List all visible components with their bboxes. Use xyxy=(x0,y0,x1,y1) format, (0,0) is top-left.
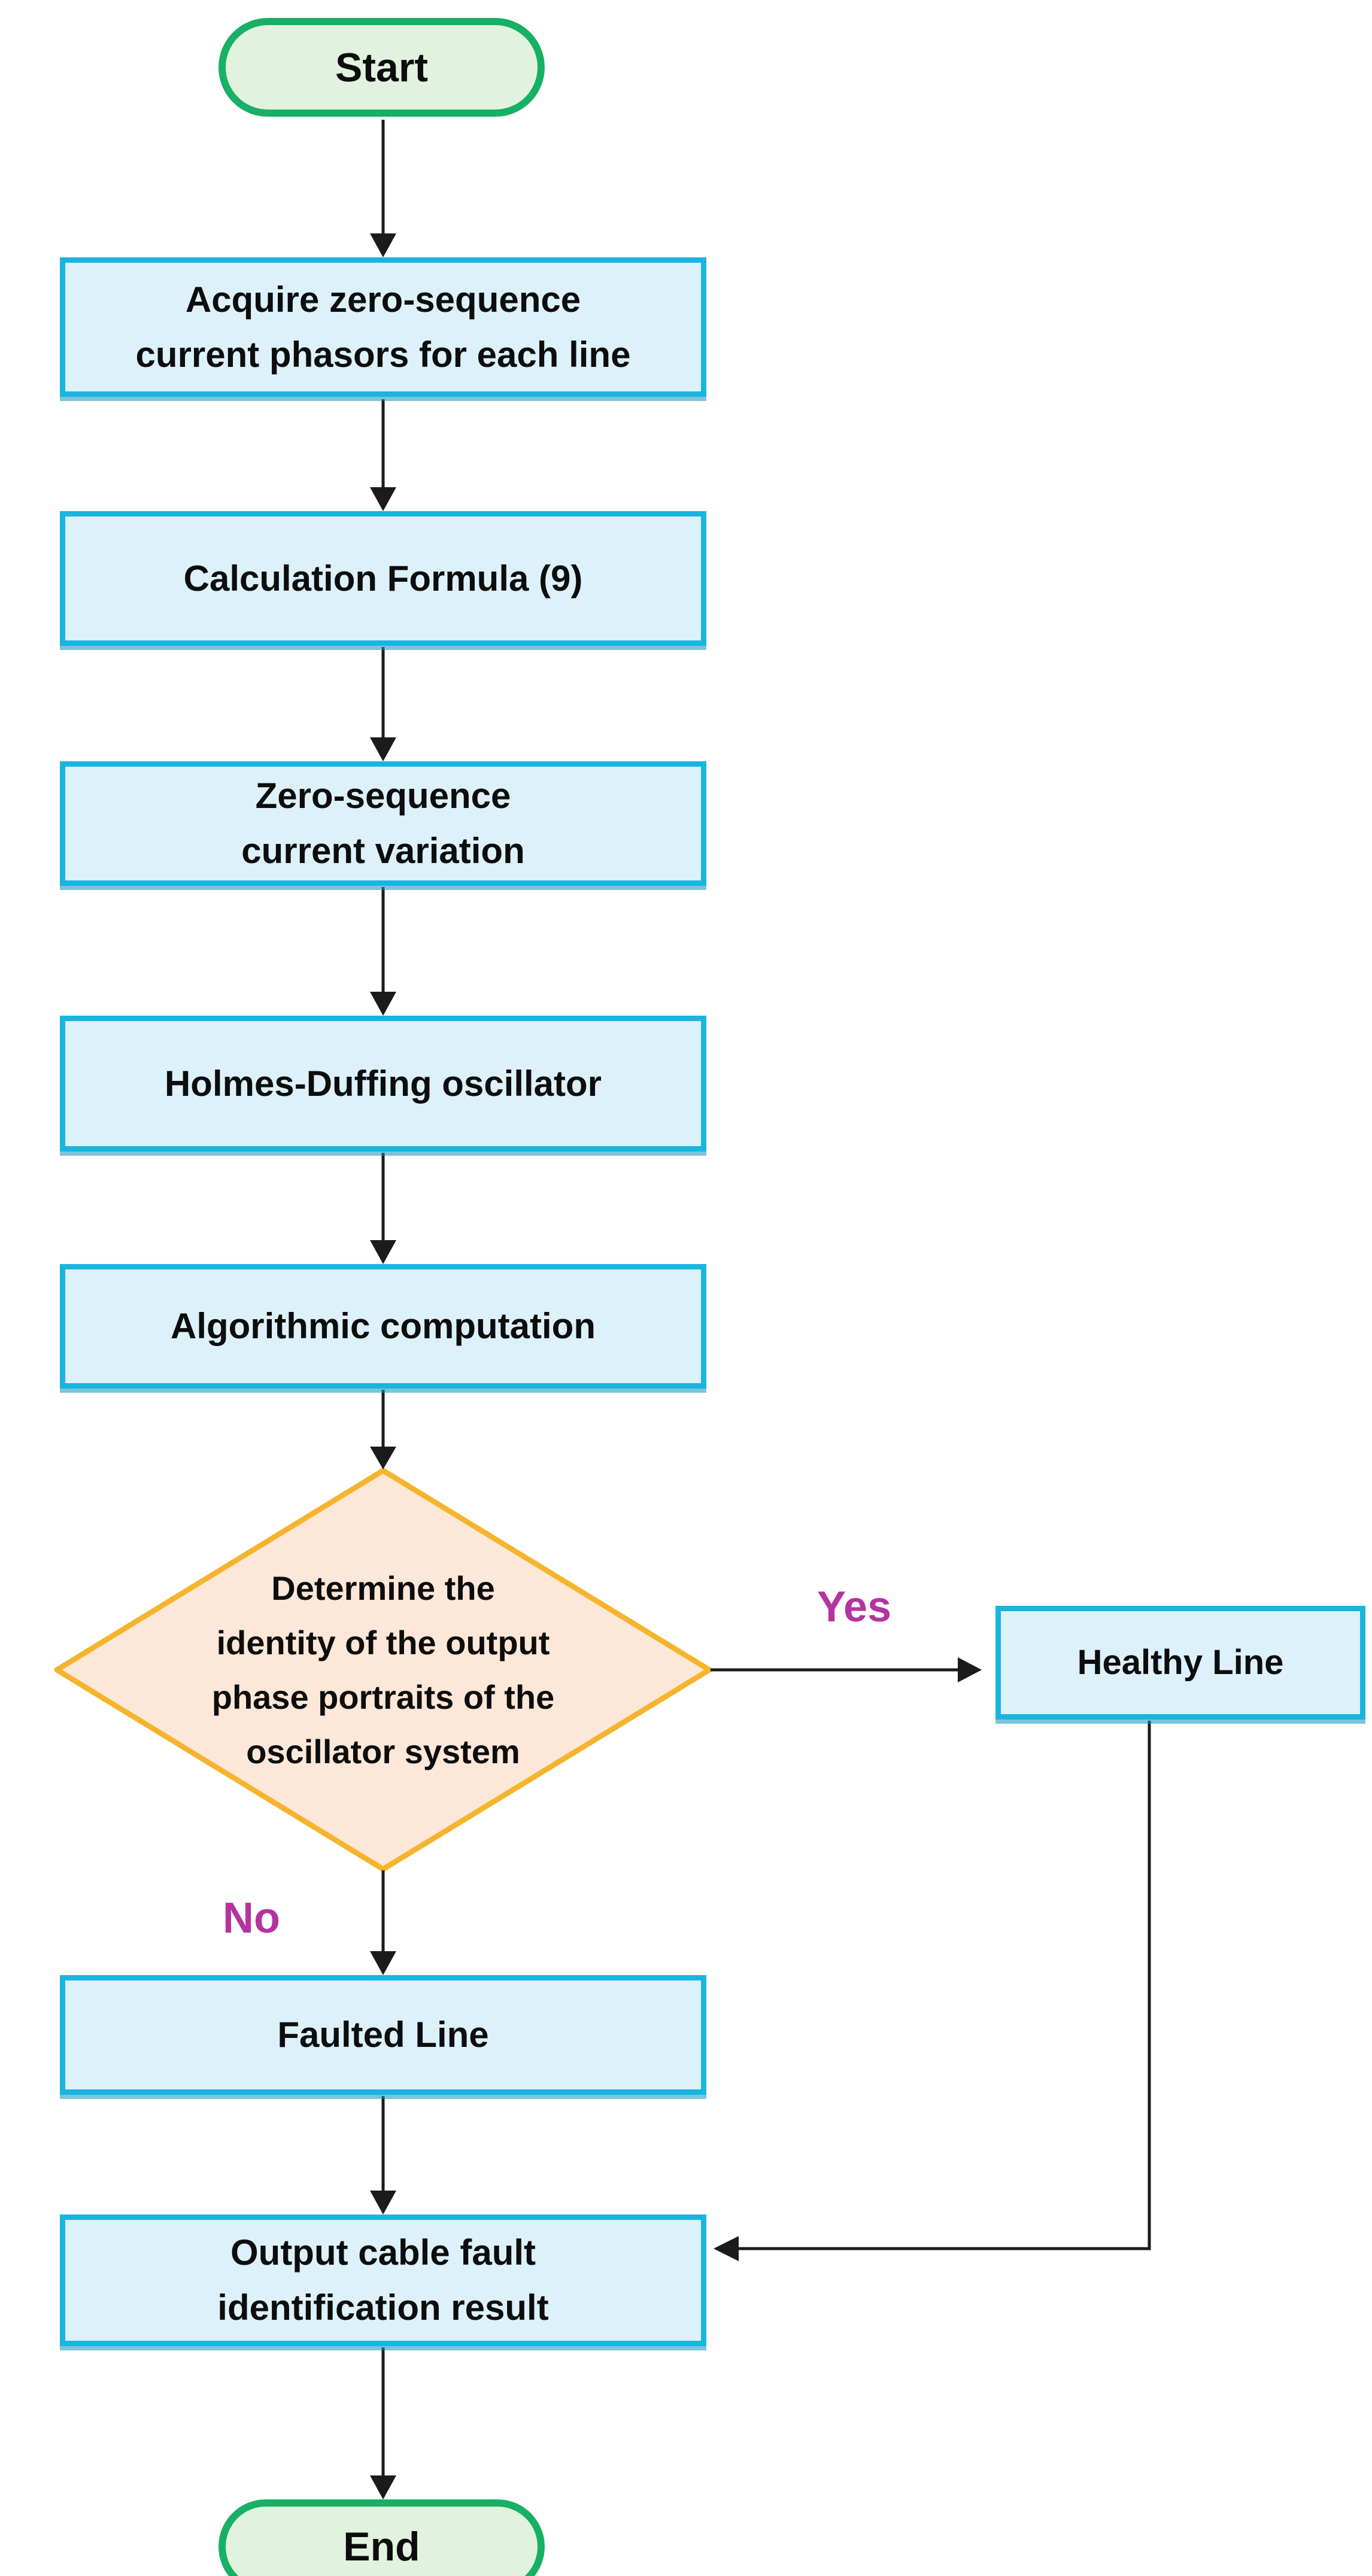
healthy-line-node: Healthy Line xyxy=(995,1606,1365,1720)
edge-computation-to-decision xyxy=(370,1390,396,1469)
arrow-down-icon xyxy=(370,2191,396,2214)
calculation-formula-node: Calculation Formula (9) xyxy=(60,511,706,646)
decision-node: Determine the identity of the output pha… xyxy=(153,1538,614,1802)
edge-decision-no-to-faulted xyxy=(370,1870,396,1975)
faulted-label: Faulted Line xyxy=(277,2015,489,2055)
computation-label: Algorithmic computation xyxy=(171,1306,596,1346)
no-edge-label: No xyxy=(223,1894,280,1942)
formula-label: Calculation Formula (9) xyxy=(183,558,583,599)
edge-healthy-to-output xyxy=(714,1721,1151,2261)
edge-output-to-end xyxy=(370,2347,396,2499)
faulted-line-node: Faulted Line xyxy=(60,1975,706,2095)
holmes-duffing-node: Holmes-Duffing oscillator xyxy=(60,1016,706,1152)
decision-label-line2: identity of the output xyxy=(216,1624,550,1661)
arrow-down-icon xyxy=(370,1447,396,1469)
acquire-label-line1: Acquire zero-sequence xyxy=(185,279,581,320)
arrow-down-icon xyxy=(370,1240,396,1264)
arrow-down-icon xyxy=(370,992,396,1016)
oscillator-label: Holmes-Duffing oscillator xyxy=(164,1063,602,1104)
start-label: Start xyxy=(335,44,428,90)
edge-formula-to-variation xyxy=(370,647,396,761)
arrow-down-icon xyxy=(370,1951,396,1975)
yes-edge-label: Yes xyxy=(817,1583,892,1631)
output-label-line1: Output cable fault xyxy=(230,2232,536,2273)
acquire-phasors-node: Acquire zero-sequence current phasors fo… xyxy=(60,257,706,397)
start-node: Start xyxy=(218,18,545,117)
variation-label-line1: Zero-sequence xyxy=(255,776,511,816)
edge-acquire-to-formula xyxy=(370,399,396,511)
arrow-down-icon xyxy=(370,487,396,511)
arrow-down-icon xyxy=(370,2475,396,2499)
arrow-right-icon xyxy=(958,1657,982,1682)
decision-label-line3: phase portraits of the xyxy=(211,1678,555,1716)
decision-diamond-shape xyxy=(54,1468,712,1872)
arrow-left-icon xyxy=(714,2236,739,2261)
arrow-down-icon xyxy=(370,233,396,257)
edge-faulted-to-output xyxy=(370,2096,396,2214)
decision-label-line1: Determine the xyxy=(271,1569,495,1607)
output-label-line2: identification result xyxy=(217,2288,549,2328)
acquire-label-line2: current phasors for each line xyxy=(135,334,631,375)
end-node: End xyxy=(218,2499,545,2576)
healthy-label: Healthy Line xyxy=(1077,1643,1284,1682)
end-label: End xyxy=(343,2524,420,2569)
edge-variation-to-oscillator xyxy=(370,887,396,1016)
output-result-node: Output cable fault identification result xyxy=(60,2214,706,2346)
decision-label-line4: oscillator system xyxy=(246,1733,520,1770)
arrow-down-icon xyxy=(370,737,396,761)
algorithmic-computation-node: Algorithmic computation xyxy=(60,1264,706,1389)
edge-decision-yes-to-healthy xyxy=(711,1657,982,1682)
variation-label-line2: current variation xyxy=(241,831,525,871)
edge-oscillator-to-computation xyxy=(370,1153,396,1264)
edge-start-to-acquire xyxy=(370,120,396,257)
current-variation-node: Zero-sequence current variation xyxy=(60,761,706,886)
